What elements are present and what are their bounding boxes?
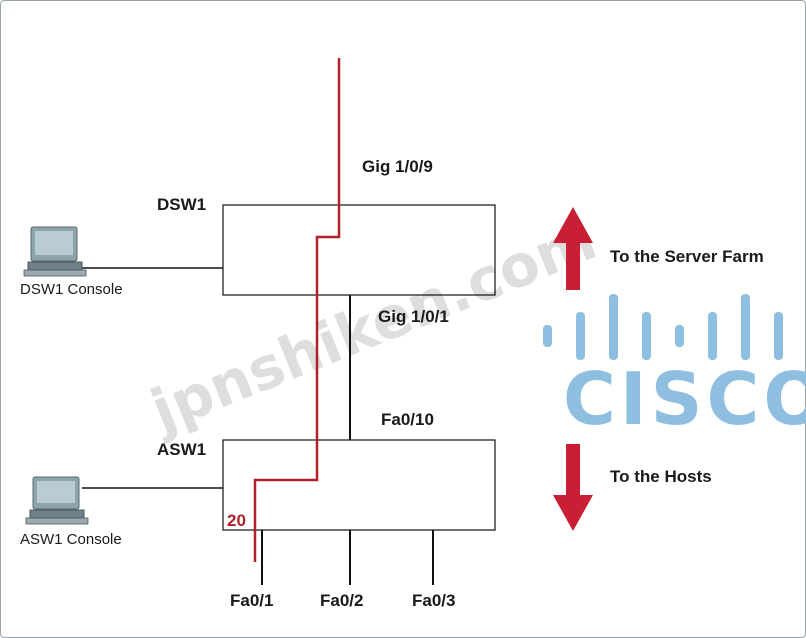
dsw1-console-label: DSW1 Console — [20, 281, 123, 298]
cisco-logo — [543, 294, 783, 360]
vlan-traffic-path — [253, 58, 341, 562]
cisco-logo-word: CISCO — [563, 357, 806, 441]
port-fa0-3: Fa0/3 — [412, 591, 455, 610]
port-gig-1-0-1: Gig 1/0/1 — [378, 307, 449, 326]
cisco-bar — [774, 312, 783, 360]
vlan-tag: 20 — [227, 511, 246, 530]
asw1-console-label: ASW1 Console — [20, 531, 122, 548]
arrow-down-icon — [553, 444, 593, 531]
arrow-up-icon — [553, 207, 593, 290]
direction-server-farm: To the Server Farm — [610, 247, 764, 266]
cisco-bar — [741, 294, 750, 360]
port-fa0-1: Fa0/1 — [230, 591, 273, 610]
dsw1-label: DSW1 — [157, 195, 206, 214]
asw1-console-pc-icon — [25, 476, 89, 525]
asw1-switch — [222, 439, 496, 531]
port-gig-1-0-9: Gig 1/0/9 — [362, 157, 433, 176]
dsw1-console-pc-icon — [23, 226, 87, 277]
asw1-label: ASW1 — [157, 440, 206, 459]
dsw1-switch — [222, 204, 496, 296]
direction-hosts: To the Hosts — [610, 467, 712, 486]
cisco-bar — [708, 312, 717, 360]
cisco-bar — [675, 325, 684, 347]
port-fa0-10: Fa0/10 — [381, 410, 434, 429]
cisco-bar — [576, 312, 585, 360]
port-fa0-2: Fa0/2 — [320, 591, 363, 610]
watermark: jpnshiken.com — [140, 205, 606, 446]
cisco-bar — [609, 294, 618, 360]
cisco-bar — [642, 312, 651, 360]
cisco-bar — [543, 325, 552, 347]
